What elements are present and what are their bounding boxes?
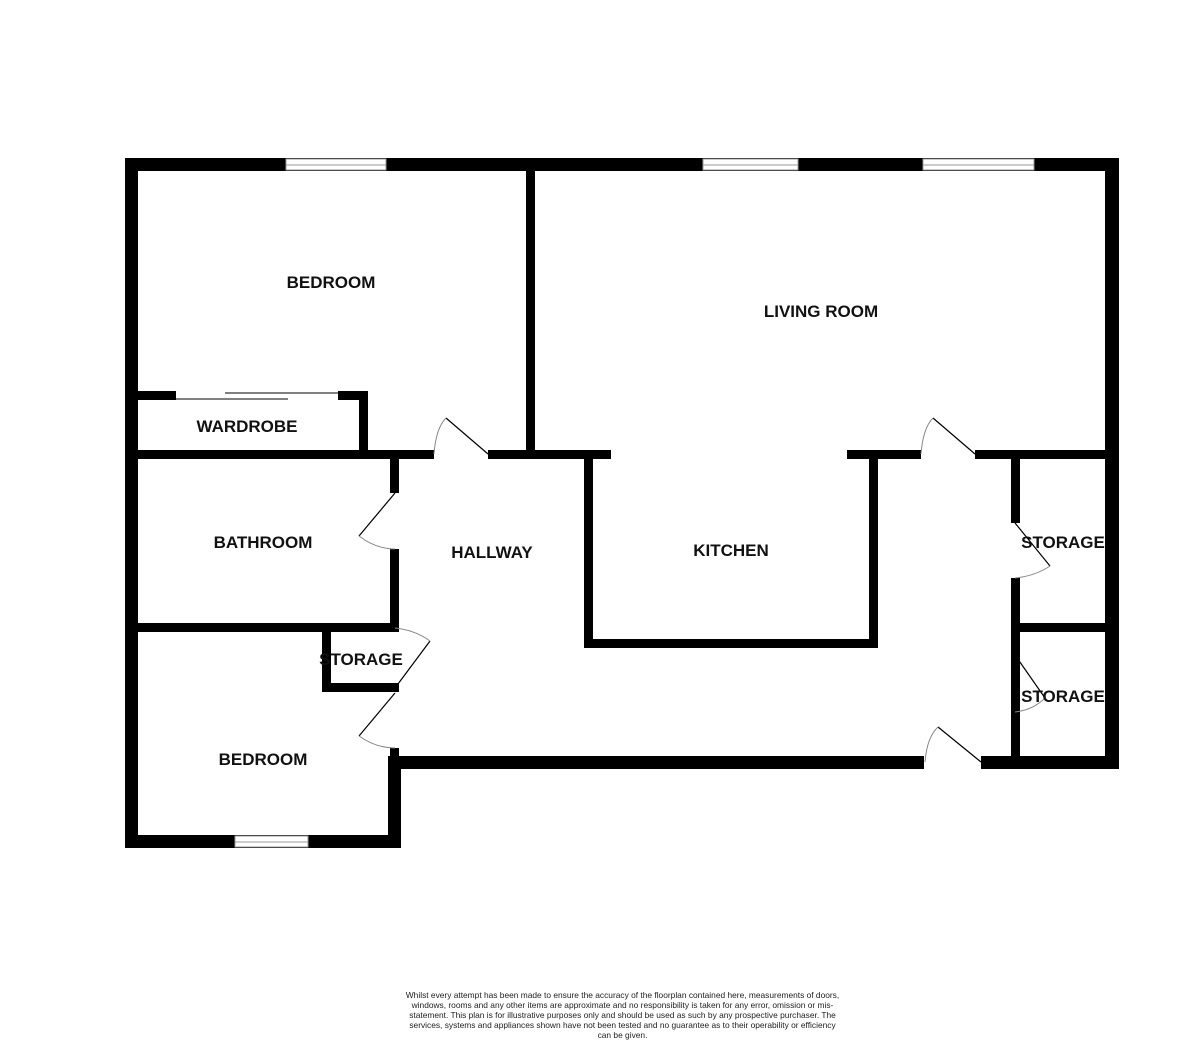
room-label-bedroom-2: BEDROOM bbox=[219, 750, 308, 769]
door-storage-right-1[interactable] bbox=[1014, 522, 1051, 579]
room-label-wardrobe: WARDROBE bbox=[196, 417, 297, 436]
door-living-room[interactable] bbox=[920, 417, 976, 455]
room-label-bathroom: BATHROOM bbox=[214, 533, 313, 552]
room-label-storage-right-2: STORAGE bbox=[1021, 687, 1105, 706]
room-label-living-room: LIVING ROOM bbox=[764, 302, 878, 321]
walls bbox=[125, 158, 1119, 848]
room-label-kitchen: KITCHEN bbox=[693, 541, 769, 560]
room-label-storage-right-1: STORAGE bbox=[1021, 533, 1105, 552]
doors bbox=[176, 392, 1051, 763]
room-labels: BEDROOM WARDROBE LIVING ROOM BATHROOM HA… bbox=[196, 273, 1104, 769]
door-bedroom-1[interactable] bbox=[433, 417, 489, 455]
door-storage-small[interactable] bbox=[394, 627, 431, 689]
room-label-bedroom-1: BEDROOM bbox=[287, 273, 376, 292]
door-storage-right-2[interactable] bbox=[1014, 654, 1046, 713]
disclaimer-text: Whilst every attempt has been made to en… bbox=[405, 990, 840, 1040]
room-label-hallway: HALLWAY bbox=[451, 543, 533, 562]
door-bathroom[interactable] bbox=[358, 492, 396, 550]
windows bbox=[234, 158, 1035, 848]
door-bedroom-2[interactable] bbox=[358, 692, 396, 749]
room-label-storage-small: STORAGE bbox=[319, 650, 403, 669]
door-entrance[interactable] bbox=[924, 726, 982, 763]
